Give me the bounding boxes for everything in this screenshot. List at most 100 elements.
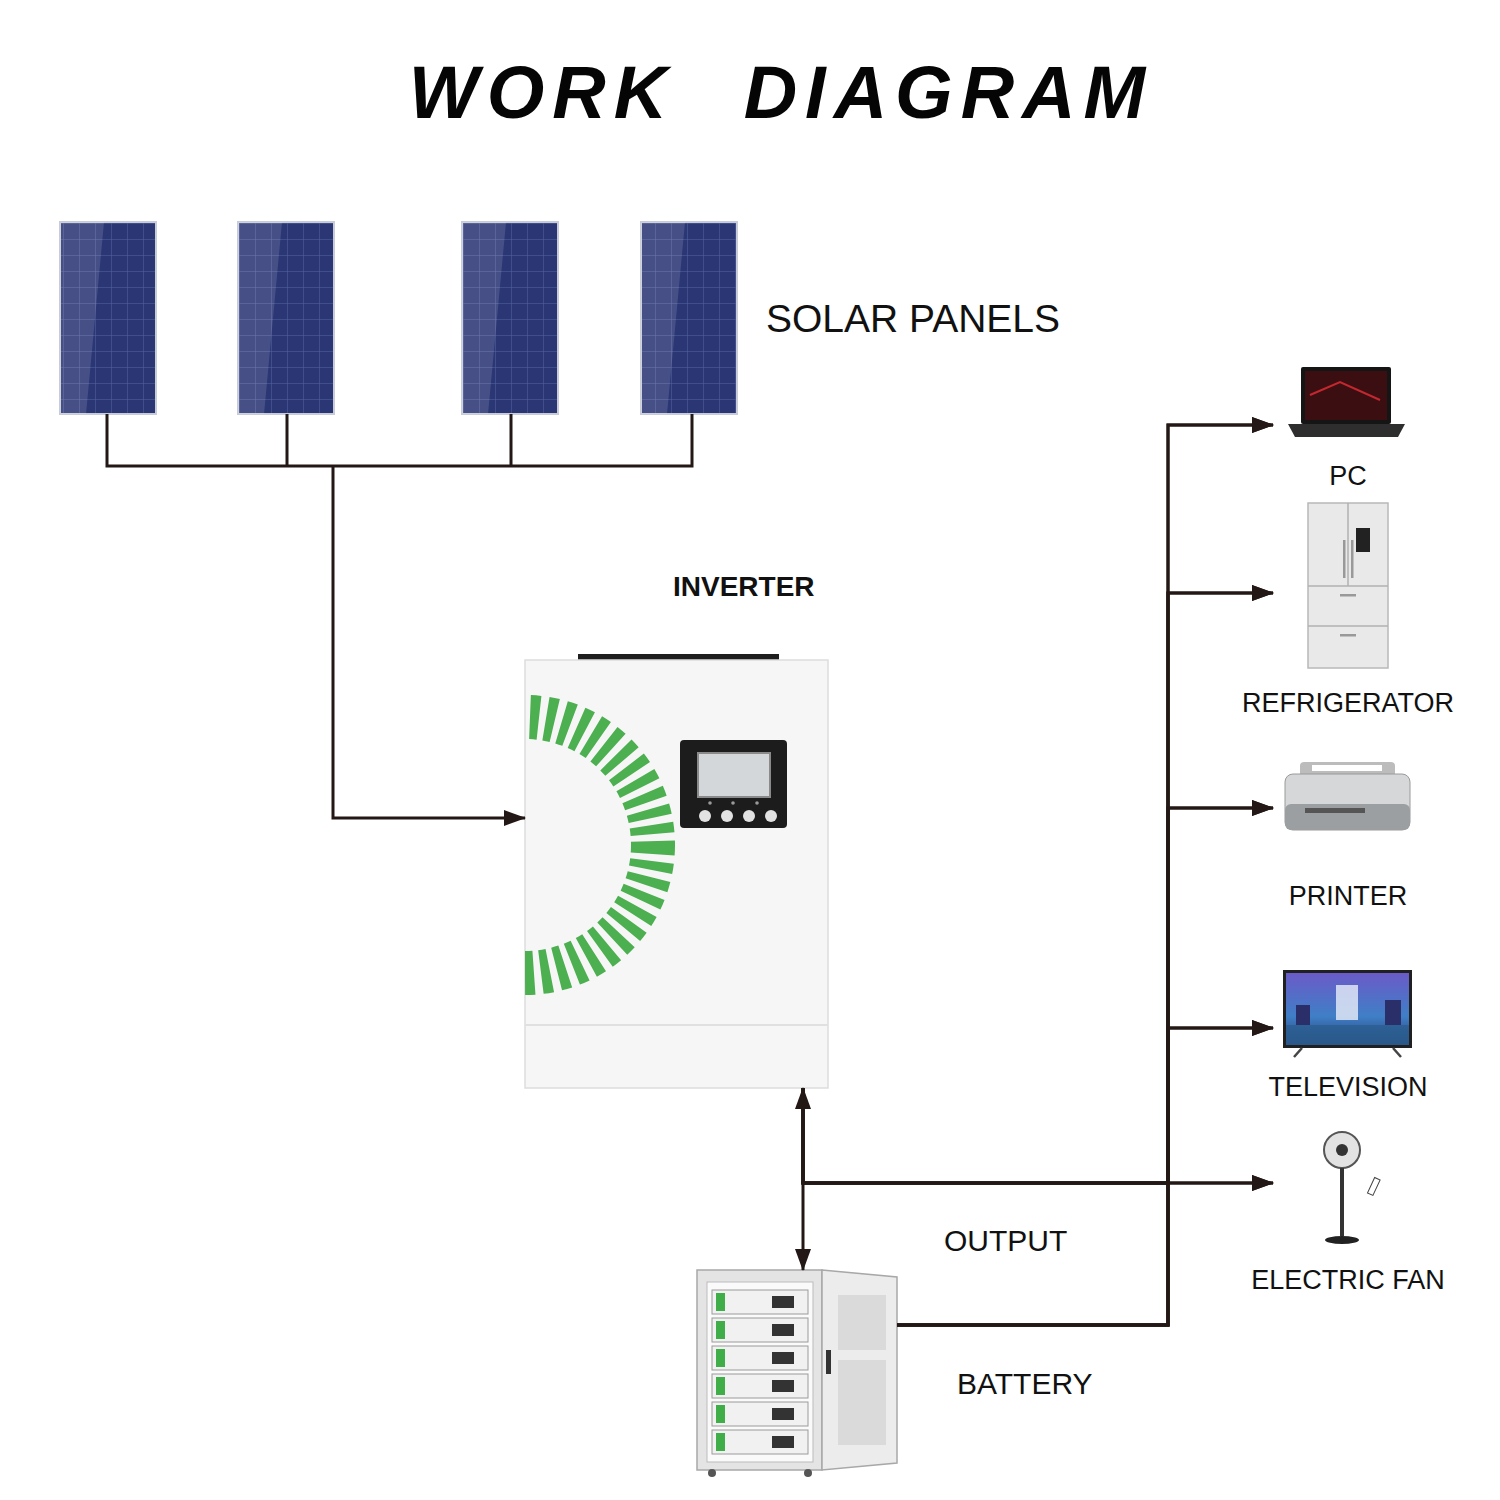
refrigerator-picture-part xyxy=(1340,634,1356,637)
refrigerator-picture-part xyxy=(1343,540,1346,578)
solar-panel-pictures-part xyxy=(60,222,156,414)
battery-picture-part xyxy=(804,1469,812,1477)
battery-picture-part xyxy=(716,1405,725,1423)
printer-picture-part xyxy=(1305,808,1365,813)
battery-picture-part xyxy=(838,1295,886,1350)
television-picture-part xyxy=(1385,1000,1401,1025)
television-picture xyxy=(1283,970,1412,1057)
television-picture-part xyxy=(1296,1005,1310,1025)
refrigerator-picture xyxy=(1308,503,1388,668)
refrigerator-picture-part xyxy=(1308,585,1388,587)
pc-device: PC xyxy=(1273,362,1423,442)
power-connector xyxy=(897,425,1273,1325)
printer-picture-part xyxy=(1285,774,1410,830)
battery-cabinet: BATTERY xyxy=(697,1270,897,1475)
power-connector xyxy=(803,1088,1273,1183)
solar-panel-pictures xyxy=(60,222,737,414)
node-label: BATTERY xyxy=(957,1367,1093,1402)
battery-picture-part xyxy=(712,1402,808,1426)
battery-picture-part xyxy=(697,1270,822,1470)
power-connector xyxy=(803,593,1273,1183)
solar-panel-pictures-part xyxy=(238,222,334,414)
electric-fan-picture-part xyxy=(1367,1177,1380,1195)
node-label: PRINTER xyxy=(1289,881,1408,912)
node-label: TELEVISION xyxy=(1268,1072,1427,1103)
power-connector xyxy=(803,808,1273,1183)
battery-picture-part xyxy=(772,1296,794,1308)
television-device: TELEVISION xyxy=(1273,968,1423,1053)
printer-picture-part xyxy=(1312,765,1382,771)
battery-picture xyxy=(697,1270,897,1477)
solar-panel-array: SOLAR PANELS xyxy=(60,222,737,466)
power-connector xyxy=(897,593,1273,1325)
solar-panel-pictures-part xyxy=(641,222,737,414)
inverter-picture-part xyxy=(525,717,653,973)
battery-picture-part xyxy=(712,1374,808,1398)
refrigerator-picture-part xyxy=(1356,528,1370,552)
electric-fan-picture-part xyxy=(1340,1168,1344,1236)
flow-label: OUTPUT xyxy=(944,1224,1067,1259)
node-label: INVERTER xyxy=(673,571,815,603)
battery-picture-part xyxy=(712,1318,808,1342)
inverter-picture-part xyxy=(708,801,712,805)
power-connector xyxy=(897,808,1273,1325)
battery-picture-part xyxy=(838,1360,886,1445)
battery-picture-part xyxy=(716,1321,725,1339)
refrigerator-picture-part xyxy=(1308,503,1388,668)
laptop-picture xyxy=(1288,367,1405,437)
battery-picture-part xyxy=(772,1436,794,1448)
inverter-picture-part xyxy=(680,740,787,828)
solar-panel-pictures-part xyxy=(238,222,282,414)
refrigerator-picture-part xyxy=(1340,594,1356,597)
inverter-unit: INVERTER xyxy=(525,660,828,1088)
solar-panel-pictures-part xyxy=(462,222,506,414)
power-connector xyxy=(333,466,525,818)
power-connector xyxy=(803,425,1273,1183)
television-picture-part xyxy=(1286,1025,1409,1045)
solar-panel-pictures-part xyxy=(641,222,685,414)
battery-picture-part xyxy=(716,1377,725,1395)
battery-picture-part xyxy=(712,1430,808,1454)
laptop-picture-part xyxy=(1310,382,1380,400)
printer-device: PRINTER xyxy=(1273,760,1423,835)
battery-picture-part xyxy=(716,1349,725,1367)
refrigerator-picture-part xyxy=(1347,503,1349,586)
television-picture-part xyxy=(1294,1048,1401,1057)
battery-picture-part xyxy=(708,1469,716,1477)
battery-picture-part xyxy=(716,1293,725,1311)
inverter-picture-part xyxy=(755,801,759,805)
battery-picture-part xyxy=(826,1350,831,1374)
laptop-picture-part xyxy=(1305,371,1387,420)
television-picture-part xyxy=(1336,985,1358,1020)
inverter-picture-part xyxy=(525,1024,828,1026)
panel-wires xyxy=(106,414,694,466)
node-label: ELECTRIC FAN xyxy=(1251,1265,1445,1296)
electric-fan-picture xyxy=(1324,1132,1380,1244)
node-label: REFRIGERATOR xyxy=(1242,688,1454,719)
inverter-picture-part xyxy=(721,810,733,822)
electric-fan-device: ELECTRIC FAN xyxy=(1273,1128,1423,1248)
inverter-picture-part xyxy=(765,810,777,822)
diagram-title: WORK DIAGRAM xyxy=(409,52,1153,133)
panel-wires-part xyxy=(106,414,694,466)
solar-panel-pictures-part xyxy=(60,222,104,414)
refrigerator-picture-part xyxy=(1308,625,1388,627)
printer-picture-part xyxy=(1285,804,1410,830)
power-connector xyxy=(803,1028,1273,1183)
battery-picture-part xyxy=(772,1352,794,1364)
node-label: PC xyxy=(1329,461,1367,492)
inverter-picture-part xyxy=(743,810,755,822)
battery-picture-part xyxy=(707,1282,813,1462)
battery-picture-part xyxy=(772,1324,794,1336)
inverter-picture-part xyxy=(525,660,828,1088)
power-connector xyxy=(897,1183,1273,1325)
battery-picture-part xyxy=(712,1346,808,1370)
battery-picture-part xyxy=(716,1433,725,1451)
inverter-picture-part xyxy=(699,810,711,822)
television-picture-part xyxy=(1286,973,1409,1045)
battery-picture-part xyxy=(822,1270,897,1470)
printer-picture xyxy=(1285,762,1410,830)
refrigerator-device: REFRIGERATOR xyxy=(1273,503,1423,670)
node-label: SOLAR PANELS xyxy=(766,297,1060,342)
